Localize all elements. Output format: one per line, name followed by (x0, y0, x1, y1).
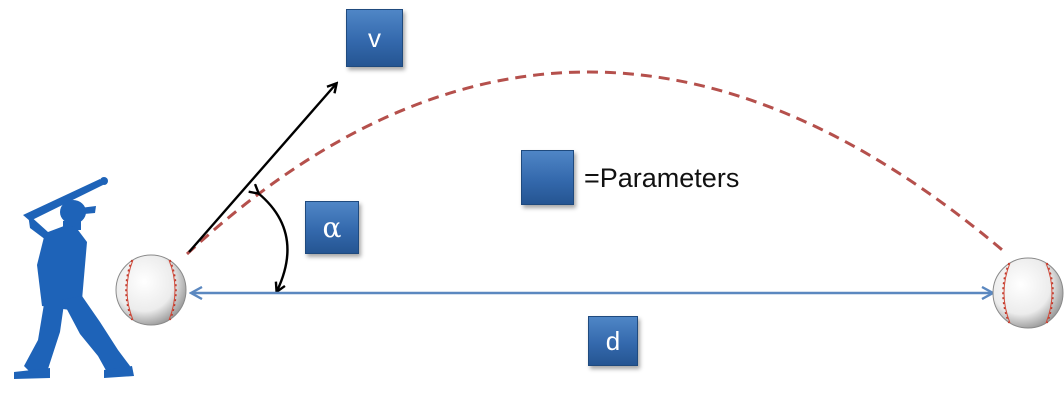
distance-label: d (605, 325, 621, 356)
angle-parameter-box: α (305, 201, 359, 254)
velocity-label: v (368, 22, 381, 53)
baseball-icon (992, 257, 1064, 329)
velocity-parameter-box: v (346, 9, 403, 67)
velocity-arrow (188, 84, 336, 253)
angle-label: α (322, 211, 342, 244)
legend-swatch (521, 150, 574, 205)
distance-parameter-box: d (588, 316, 638, 366)
baseball-icon (115, 254, 187, 326)
batter-silhouette-icon (14, 177, 134, 379)
angle-arc (258, 193, 289, 291)
legend-label: =Parameters (584, 163, 740, 193)
trajectory-arc (185, 70, 1008, 256)
